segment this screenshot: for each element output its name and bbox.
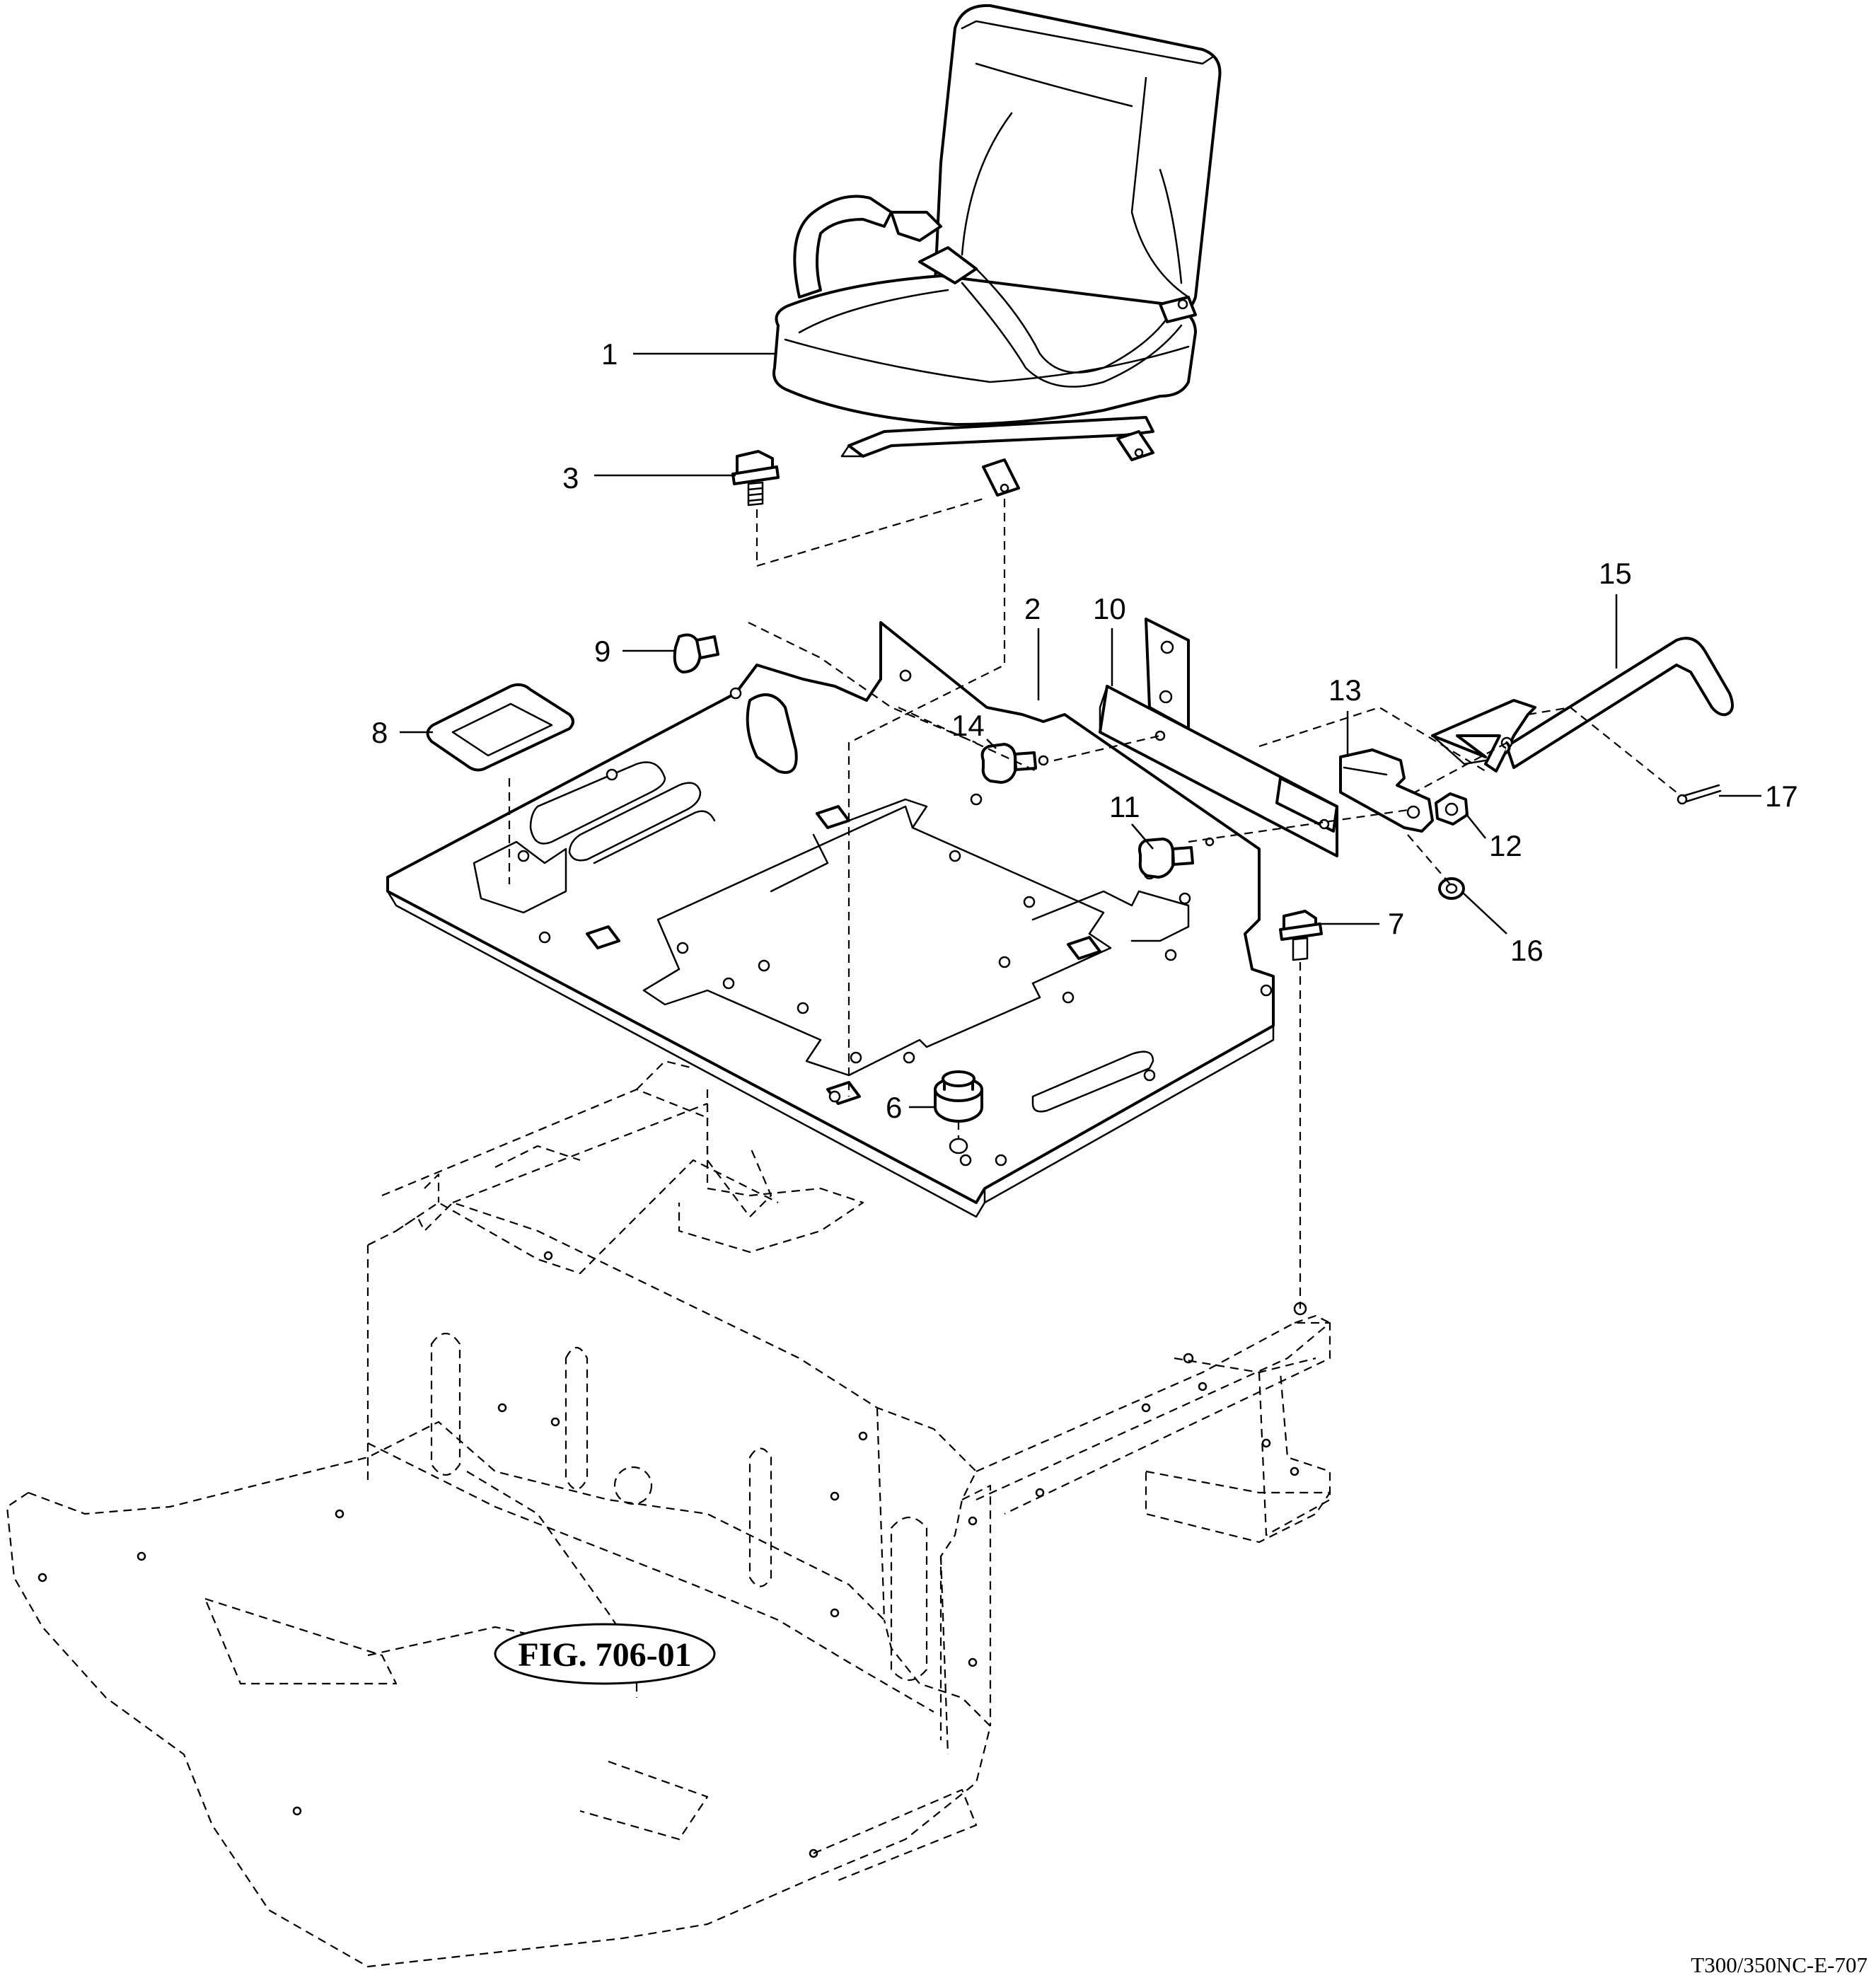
washer-part-16 [1438,877,1465,900]
callout-17: 17 [1765,780,1798,813]
callout-15: 15 [1599,557,1632,590]
callout-12: 12 [1489,829,1522,862]
figure-label-text: FIG. 706-01 [518,1636,691,1674]
figure-label-badge: FIG. 706-01 [494,1623,716,1685]
callout-8: 8 [371,716,388,749]
callout-2: 2 [1024,592,1041,625]
callout-13: 13 [1328,673,1362,707]
bolt-part-3 [731,450,780,507]
assembly-guide-lines [508,497,1677,1316]
lever-part-15 [1431,637,1734,772]
pin-part-17 [1677,784,1722,805]
callout-16: 16 [1510,934,1544,967]
callout-10: 10 [1093,592,1126,625]
callout-7: 7 [1388,907,1404,940]
document-id: T300/350NC-E-707 [1691,1952,1868,1977]
bracket-part-10 [1099,618,1338,857]
callouts: 1 2 3 6 7 8 9 10 11 12 13 14 15 [371,337,1798,1124]
plug-part-9 [673,633,719,673]
bolt-part-7 [1279,910,1323,961]
callout-3: 3 [562,461,579,494]
bolt-part-14 [980,743,1037,784]
callout-14: 14 [951,709,985,742]
callout-1: 1 [601,337,618,371]
seat-base-plate [386,621,1275,1218]
plate-holes [517,669,1273,1167]
callout-9: 9 [594,635,610,668]
callout-6: 6 [886,1091,902,1124]
nut-part-12 [1435,792,1469,826]
chassis-frame-dashed [6,1060,1331,1968]
callout-11: 11 [1109,790,1140,823]
seat-assembly [772,4,1222,497]
grommet-part-8 [426,683,574,772]
bolt-part-11 [1138,838,1194,879]
rubber-stop-part-6 [934,1070,983,1123]
bracket-part-13 [1339,748,1434,833]
